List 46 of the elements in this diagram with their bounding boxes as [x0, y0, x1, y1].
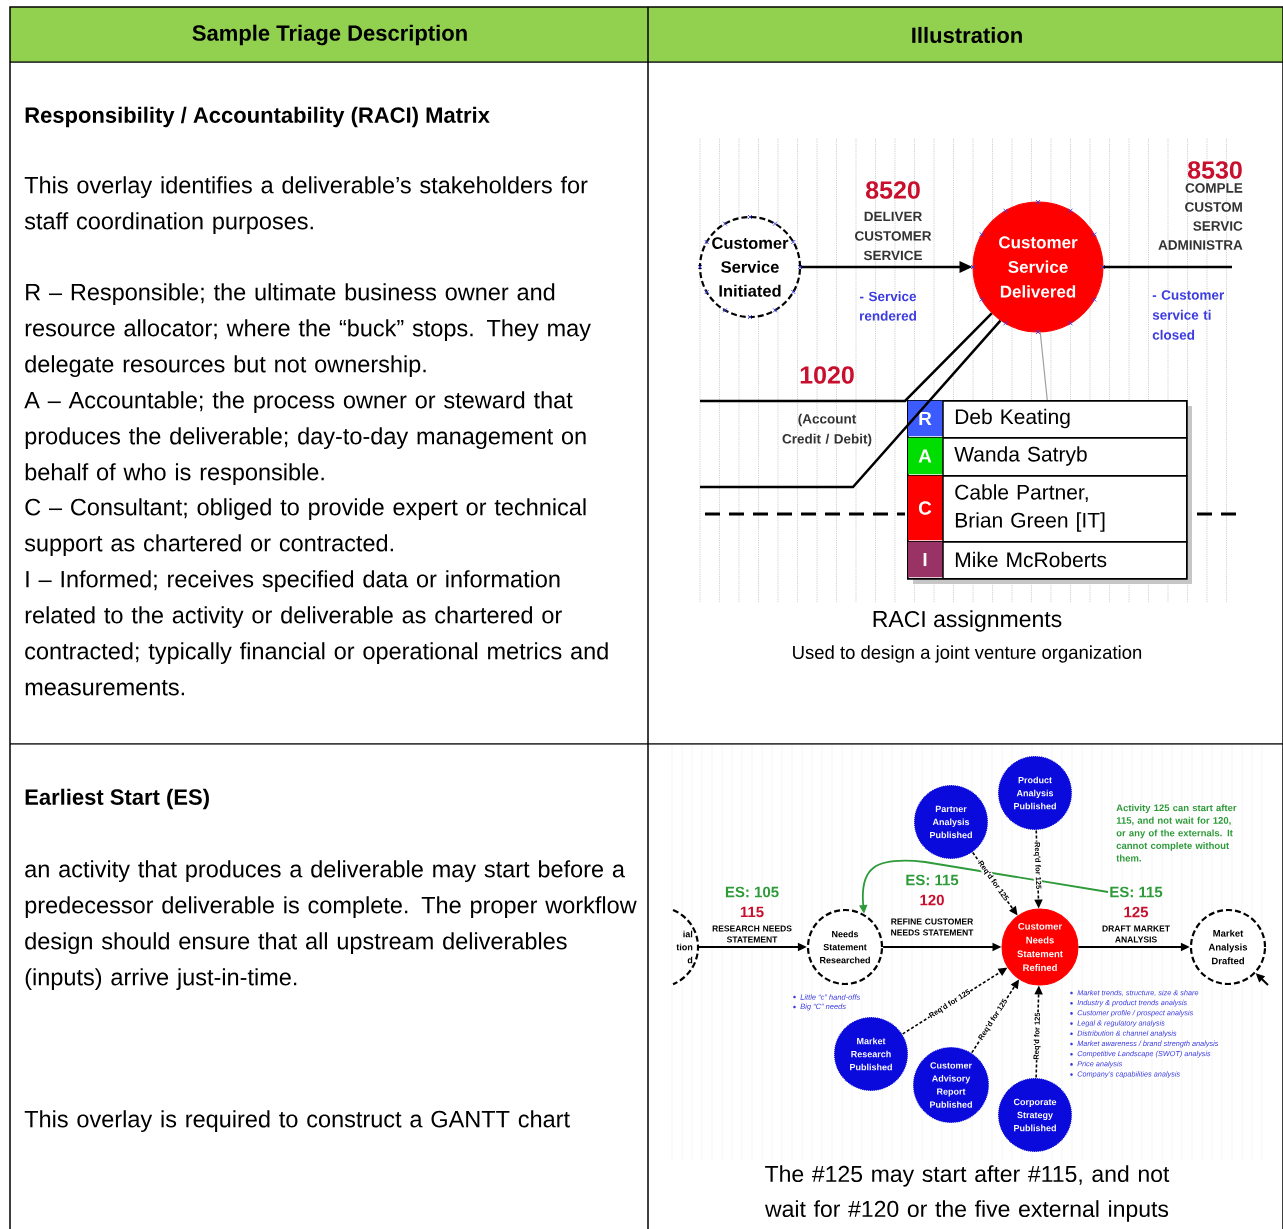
- section-heading: Responsibility / Accountability (RACI) Matrix: [25, 106, 490, 128]
- activity-number: 8520: [866, 181, 920, 199]
- circle-node: Market Research Published: [833, 1016, 909, 1092]
- circle-node: Customer Service Initiated: [697, 214, 803, 320]
- circle-node: Corporate Strategy Published: [997, 1077, 1073, 1153]
- table-row: R Deb Keating: [907, 399, 1188, 439]
- note-text: - Service rendered: [860, 291, 917, 321]
- caption: RACI assignments: [873, 610, 1062, 632]
- activity-number: 120: [920, 894, 944, 906]
- table-row: C Cable Partner, Brian Green [IT]: [907, 474, 1188, 543]
- activity-name: RESEARCH NEEDS STATEMENT: [712, 925, 792, 943]
- text-label: ES: 115: [1110, 886, 1163, 898]
- circle-node: Partner Analysis Published: [913, 784, 989, 860]
- activity-number: 125: [1124, 906, 1149, 918]
- paragraph: R – Responsible; the ultimate business owner and resource allocator; where the “buck” stops. They may delegate resources but not ownership.: [25, 283, 591, 378]
- circle-node: Customer Service Delivered: [970, 199, 1106, 335]
- circle-node: Customer Advisory Report Published: [912, 1046, 990, 1124]
- note-text: - Customer service ti closed: [1152, 290, 1224, 340]
- paragraph: C – Consultant; obliged to provide expert or technical support as chartered or contracted.: [24, 498, 586, 557]
- note-text: Activity 125 can start after 115, and not wait for 120, or any of the externals. It cannot complete without them.: [1116, 804, 1237, 862]
- circle-node: Customer Needs Statement Refined: [1001, 908, 1079, 986]
- circle-node: Market Analysis Drafted: [1189, 908, 1267, 986]
- activity-number: 1020: [800, 366, 854, 384]
- column-header: Sample Triage Description: [192, 24, 467, 46]
- activity-number: 115: [740, 906, 764, 918]
- table-row: I Mike McRoberts: [907, 540, 1188, 580]
- activity-name: (Account Credit / Debit): [782, 413, 872, 447]
- section-heading: Earliest Start (ES): [25, 788, 209, 810]
- column-header: Illustration: [912, 26, 1022, 44]
- paragraph: A – Accountable; the process owner or steward that produces the deliverable; day-to-day management on behalf of who is responsible.: [24, 391, 586, 486]
- circle-node: Product Analysis Published: [997, 755, 1073, 831]
- activity-number: 8530: [1188, 161, 1242, 179]
- paragraph: an activity that produces a deliverable may start before a predecessor deliverable is complete. The proper workflow design should ensure that all upstream deliverables (inputs) arrive just-in-time.: [25, 860, 637, 991]
- table-row: A Wanda Satryb: [907, 436, 1188, 477]
- activity-name: REFINE CUSTOMER NEEDS STATEMENT: [891, 918, 974, 936]
- paragraph: This overlay identifies a deliverable’s stakeholders for staff coordination purposes.: [24, 176, 588, 235]
- circle-node: Needs Statement Researched: [806, 908, 884, 986]
- activity-name: DELIVER CUSTOMER SERVICE: [855, 211, 932, 261]
- activity-name: COMPLE CUSTOM SERVIC ADMINISTRA: [1158, 183, 1243, 250]
- caption: The #125 may start after #115, and not wait for #120 or the five external inputs: [765, 1165, 1170, 1222]
- earliest-start: ES: 115: [906, 874, 959, 886]
- earliest-start: ES: 105: [725, 886, 779, 898]
- paragraph: I – Informed; receives specified data or information related to the activity or deliverable as chartered or contracted; typically financial or operational metrics and measurements.: [25, 570, 608, 696]
- caption: Used to design a joint venture organization: [793, 645, 1142, 663]
- activity-name: DRAFT MARKET ANALYSIS: [1102, 925, 1170, 943]
- paragraph: This overlay is required to construct a GANTT chart: [24, 1110, 570, 1133]
